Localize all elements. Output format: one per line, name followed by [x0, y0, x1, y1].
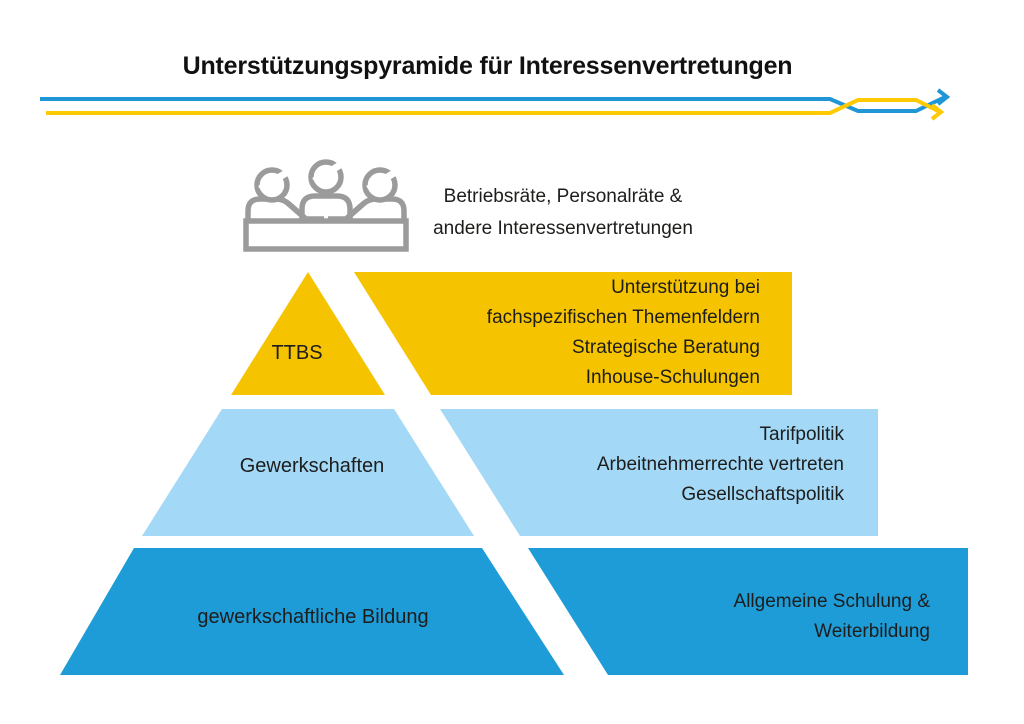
service-line: Strategische Beratung: [571, 337, 760, 358]
audience-line-2: andere Interessenvertretungen: [433, 218, 693, 239]
service-line: Weiterbildung: [814, 621, 930, 642]
pyramid-level-gewerkschaften-trapezoid: [142, 409, 474, 536]
audience-text: Betriebsräte, Personalräte & andere Inte…: [413, 181, 713, 245]
ttbs-services-text: Unterstützung bei fachspezifischen Theme…: [420, 272, 760, 393]
service-line: Allgemeine Schulung &: [733, 591, 930, 612]
bildung-services-box: [528, 548, 968, 675]
service-line: Inhouse-Schulungen: [585, 367, 760, 388]
page-title: Unterstützungspyramide für Interessenver…: [182, 52, 793, 80]
service-line: Unterstützung bei: [611, 277, 760, 298]
divider-yellow-line: [46, 98, 941, 115]
divider-yellow-arrow-icon: [930, 103, 945, 121]
gewerkschaften-services-box: [440, 409, 878, 536]
service-line: Gesellschaftspolitik: [681, 484, 844, 505]
level-label-gewerkschaften: Gewerkschaften: [239, 455, 385, 477]
service-line: Arbeitnehmerrechte vertreten: [596, 454, 844, 475]
divider-lines: [40, 88, 951, 121]
pyramid-level-ttbs-triangle: [231, 272, 385, 395]
pyramid-level-bildung-trapezoid: [60, 548, 564, 675]
service-line: fachspezifischen Themenfeldern: [486, 307, 760, 328]
level-label-bildung: gewerkschaftliche Bildung: [197, 606, 429, 628]
ttbs-services-box: [354, 272, 792, 395]
divider-blue-line: [40, 95, 946, 113]
service-line: Tarifpolitik: [759, 424, 844, 445]
level-label-ttbs: TTBS: [271, 342, 323, 364]
divider-blue-arrow-icon: [936, 88, 951, 106]
meeting-icon: [243, 159, 409, 252]
audience-line-1: Betriebsräte, Personalräte &: [443, 186, 683, 207]
gewerkschaften-services-text: Tarifpolitik Arbeitnehmerrechte vertrete…: [520, 409, 844, 510]
bildung-services-text: Allgemeine Schulung & Weiterbildung: [600, 548, 930, 647]
